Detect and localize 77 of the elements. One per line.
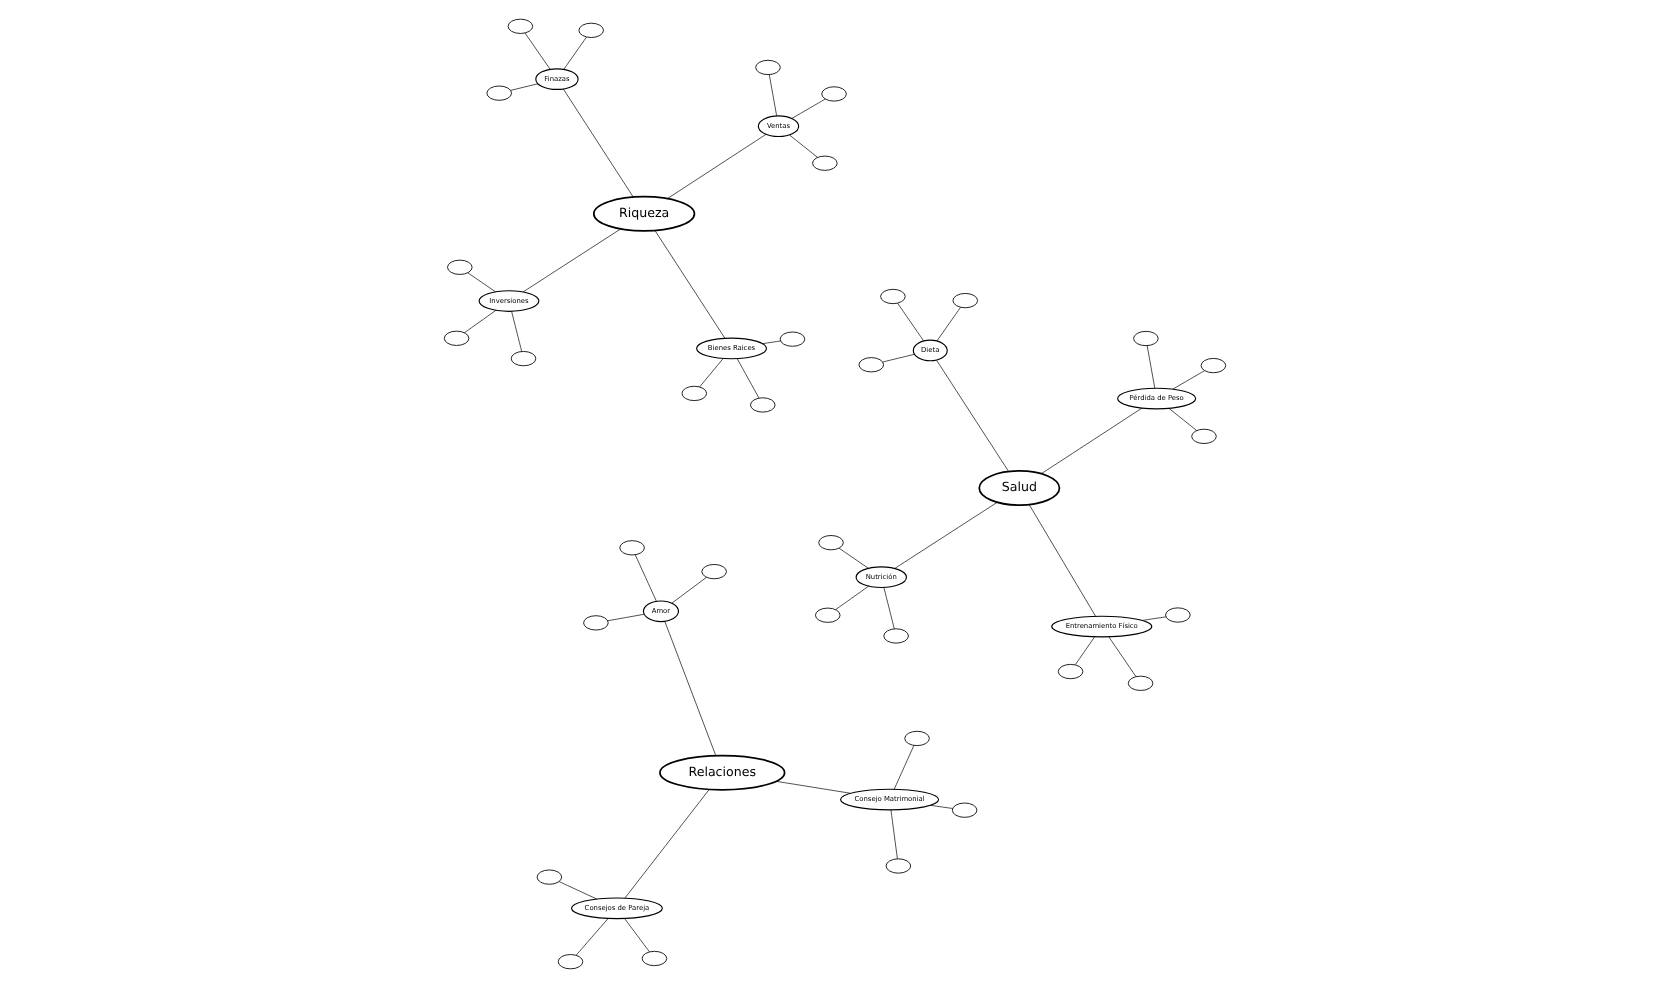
node-ellipse [680,385,707,401]
connector [509,83,538,91]
node-ellipse [754,59,780,76]
connector [735,358,759,399]
connector [698,358,723,388]
connector [767,74,776,117]
node-ellipse [811,155,837,171]
connector [523,32,550,70]
node-ellipse [1056,663,1083,680]
connector [834,585,868,610]
node-ellipse [903,730,929,747]
node-ellipse [577,22,603,38]
connector [774,780,850,794]
connector [1171,370,1204,390]
node-ellipse [640,950,667,967]
connector [790,98,825,119]
connector [1027,504,1095,617]
connector [896,302,923,342]
connector [623,918,649,953]
node-ellipse [506,18,533,34]
node-ellipse [582,615,608,631]
node-ellipse [556,954,583,970]
connector [623,789,709,899]
connector [463,310,496,334]
node-ellipse [882,628,908,644]
node-ellipse [879,288,905,305]
connector [562,88,633,198]
node-ellipse [857,357,884,373]
node-ellipse [814,607,840,623]
connector [562,36,586,70]
node-ellipse [442,330,469,346]
connector [521,228,620,293]
connector [893,502,997,569]
connector [881,353,914,363]
node-ellipse [1190,428,1216,444]
node-ellipse [1126,675,1153,691]
node-ellipse [1199,358,1226,374]
connector [1107,636,1136,677]
node-ellipse [884,858,911,874]
node-ellipse [749,397,775,413]
connector [663,621,716,756]
connector [1140,616,1166,621]
connector [574,918,608,956]
connector [653,230,725,339]
connector [892,745,914,790]
node-ellipse [700,564,726,580]
node-ellipse [817,535,843,551]
node-ellipse [820,86,846,102]
node-ellipse [509,351,536,367]
connector [466,272,495,293]
connector [1040,407,1142,475]
node-ellipse [951,293,977,309]
node-ellipse [1164,607,1190,623]
connector [1074,636,1094,665]
connector [1167,408,1196,431]
connector [761,340,780,344]
connector [670,576,706,604]
connector [633,554,656,602]
connector [666,134,766,200]
node-ellipse [778,331,805,347]
connector [1145,345,1155,389]
connector [935,359,1008,472]
connector [889,809,897,860]
node-ellipse [950,802,977,818]
connector [929,804,952,809]
connector [606,613,644,622]
node-ellipse [1132,330,1158,347]
connector [837,547,868,569]
node-ellipse [485,85,511,101]
connector [935,306,960,342]
connector [882,587,894,630]
node-ellipse [618,540,644,556]
node-ellipse [535,869,562,885]
connector [557,881,597,900]
connector [510,311,522,352]
node-ellipse [446,259,472,275]
connector [788,134,817,158]
